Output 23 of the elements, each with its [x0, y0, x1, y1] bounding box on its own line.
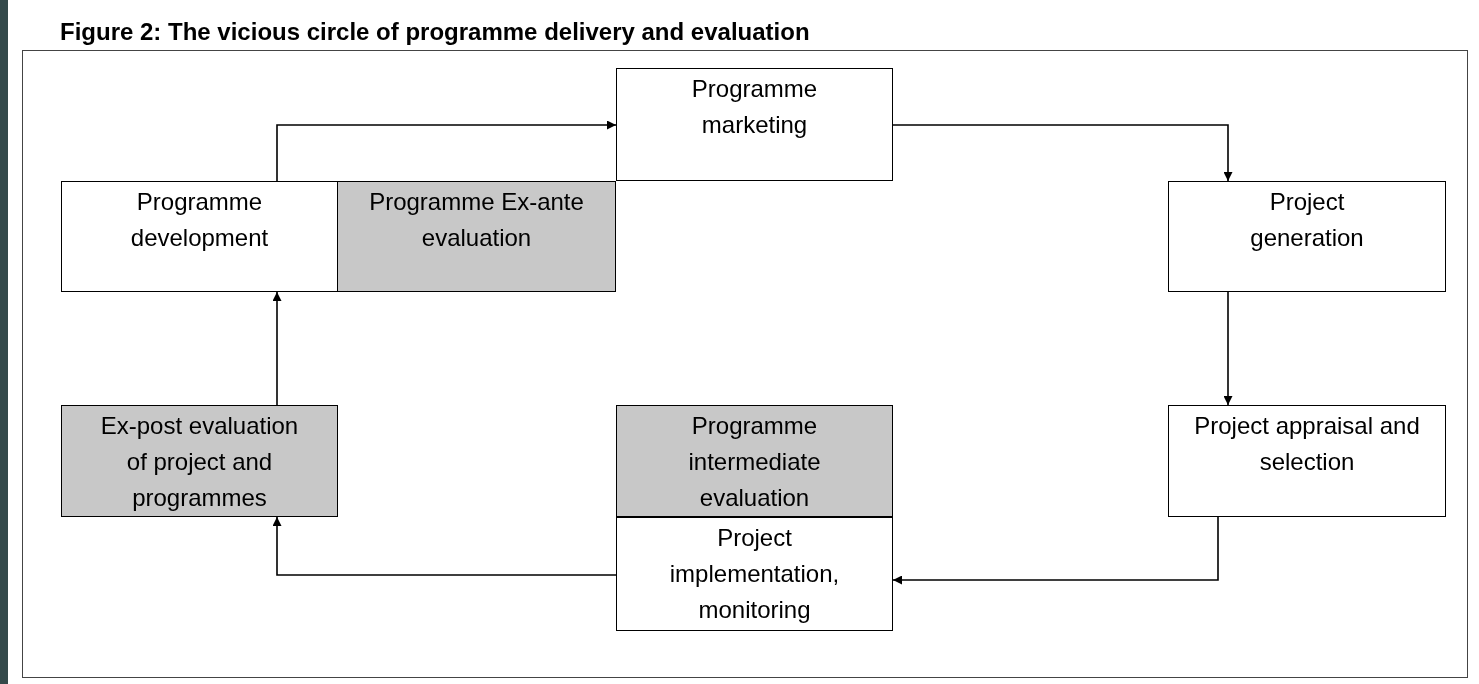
process-box: [616, 517, 893, 631]
arrow: [892, 516, 1219, 585]
figure-title: Figure 2: The vicious circle of programme delivery and evaluation: [60, 18, 810, 46]
arrow: [892, 124, 1233, 182]
arrow: [272, 516, 617, 576]
box-label: Ex-post evaluation of project and programmes: [99, 411, 300, 513]
process-box: [1168, 181, 1446, 292]
box-label: Programme intermediate evaluation: [687, 411, 822, 513]
evaluation-box: [61, 405, 338, 517]
arrow: [1223, 291, 1233, 406]
box-label: Programme marketing: [690, 74, 819, 140]
box-label: Project appraisal and selection: [1193, 411, 1421, 477]
evaluation-box: [337, 181, 616, 292]
box-label: Project generation: [1249, 187, 1365, 253]
arrow: [272, 291, 282, 406]
box-label: Programme Ex-ante evaluation: [368, 187, 585, 253]
process-box: [1168, 405, 1446, 517]
evaluation-box: [616, 405, 893, 517]
arrow: [276, 120, 617, 182]
box-label: Programme development: [129, 187, 270, 253]
box-label: Project implementation, monitoring: [668, 523, 841, 625]
process-box: [61, 181, 338, 292]
process-box: [616, 68, 893, 181]
